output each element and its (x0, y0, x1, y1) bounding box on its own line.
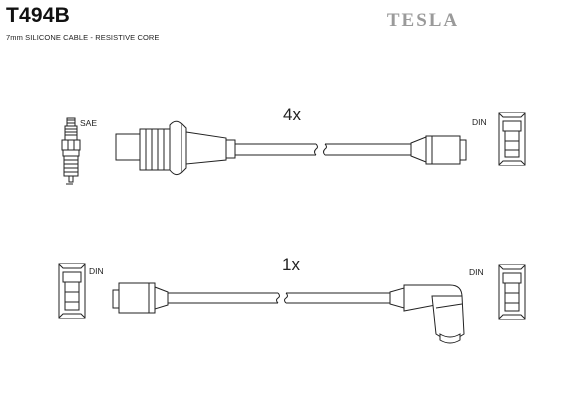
din-terminal-icon (58, 263, 86, 319)
bottom-left-boot (112, 282, 169, 314)
spark-plug-icon (61, 117, 81, 185)
bottom-set-quantity: 1x (282, 255, 300, 274)
part-number: T494B (6, 4, 71, 27)
tesla-logo-text: TESLA (387, 10, 459, 31)
top-right-terminal-label: DIN (472, 117, 487, 127)
bottom-right-angled-boot (389, 284, 465, 344)
top-left-plug-label: SAE (80, 118, 97, 128)
bottom-cable (168, 292, 390, 304)
top-right-boot (410, 135, 467, 165)
bottom-left-terminal-label: DIN (89, 266, 104, 276)
top-left-boot (115, 120, 236, 176)
din-terminal-icon (498, 112, 526, 166)
top-cable (235, 143, 411, 156)
din-terminal-icon (498, 264, 526, 320)
top-set-quantity: 4x (283, 105, 301, 124)
bottom-right-terminal-label: DIN (469, 267, 484, 277)
tesla-logo: TESLA (387, 10, 459, 31)
cable-description: 7mm SILICONE CABLE - RESISTIVE CORE (6, 33, 160, 42)
